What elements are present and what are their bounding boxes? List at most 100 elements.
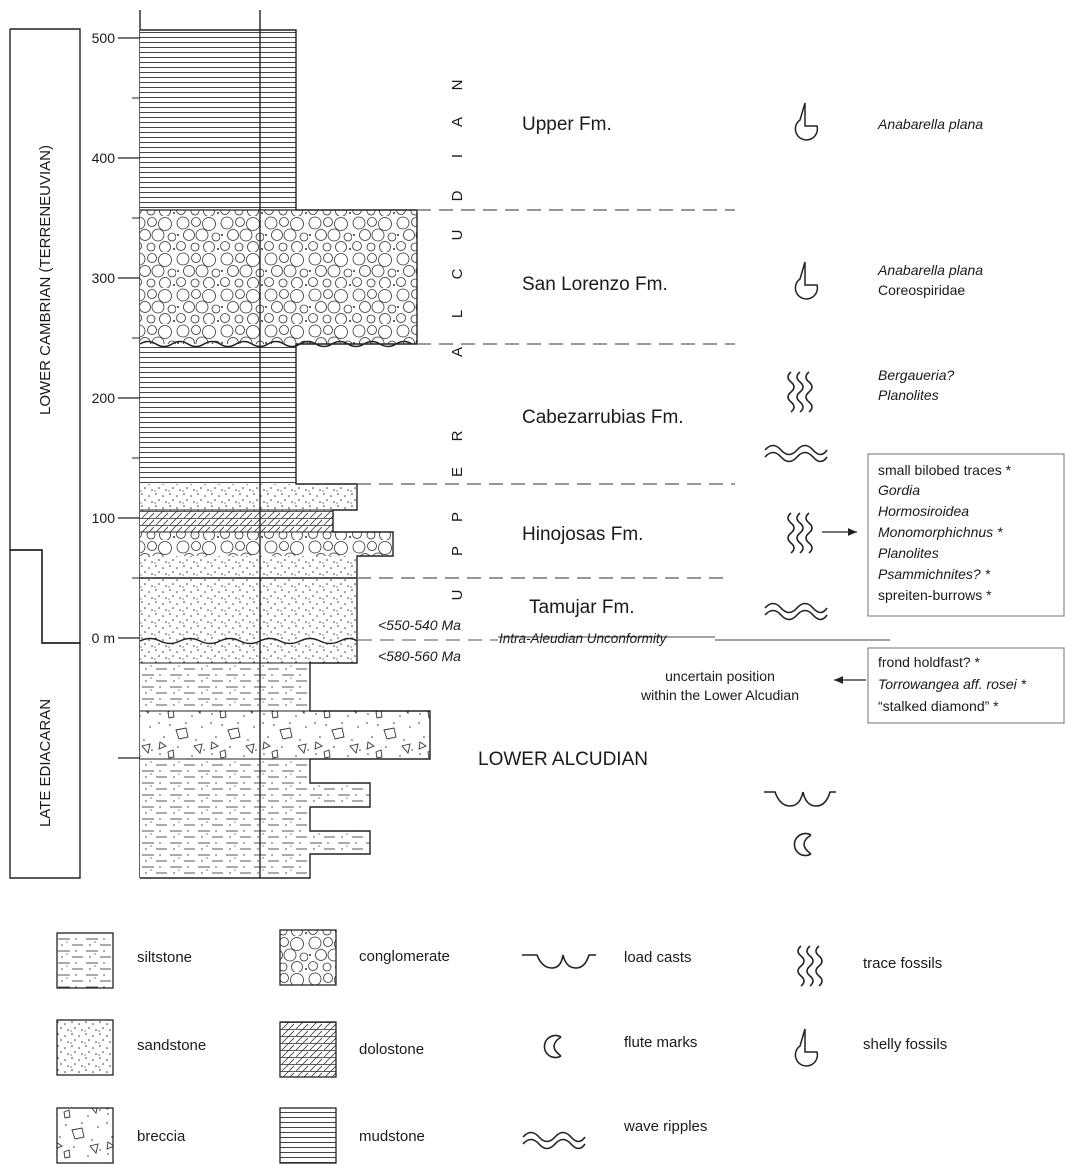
flute-mark-icon	[793, 832, 812, 857]
load-cast-icon	[522, 954, 596, 969]
formation-name-san-lorenzo: San Lorenzo Fm.	[522, 274, 668, 295]
legend-label: conglomerate	[359, 948, 450, 965]
group-letter: A	[449, 117, 466, 127]
group-letter: L	[449, 310, 466, 318]
period-label-ediacaran: LATE EDIACARAN	[37, 699, 54, 827]
box-item: Psammichnites? *	[878, 566, 991, 582]
period-label-cambrian: LOWER CAMBRIAN (TERRENEUVIAN)	[37, 145, 54, 415]
legend-label: shelly fossils	[863, 1036, 947, 1053]
lithologic-column	[139, 10, 431, 879]
unconformity-surface	[139, 637, 358, 645]
period-box-ediacaran	[9, 549, 81, 879]
box-item: spreiten-burrows *	[878, 587, 992, 603]
tick-label-300: 300	[92, 270, 116, 286]
group-letter: I	[449, 154, 466, 158]
legend-label: flute marks	[624, 1034, 697, 1051]
legend-label: wave ripples	[623, 1118, 707, 1135]
erosive-base-san-lorenzo	[139, 340, 413, 348]
unconformity-label: Intra-Aleudian Unconformity	[499, 631, 668, 646]
tick-label-500: 500	[92, 30, 116, 46]
bed-lower-alcudian-siltstone	[140, 807, 310, 831]
formation-name-hinojosas: Hinojosas Fm.	[522, 524, 643, 545]
trace-fossil-list-box	[867, 453, 1065, 617]
legend-swatch-conglomerate	[279, 929, 337, 986]
fossil-name: Bergaueria?	[878, 367, 954, 383]
group-letter: U	[449, 230, 466, 241]
bed-hinojosas-conglomerate	[140, 532, 393, 556]
tick-label-100: 100	[92, 510, 116, 526]
trace-fossil-icon	[787, 512, 813, 554]
legend-label: breccia	[137, 1128, 186, 1145]
age-lower: <580-560 Ma	[378, 648, 461, 664]
bed-lower-alcudian-siltstone	[140, 854, 310, 878]
age-upper: <550-540 Ma	[378, 617, 461, 633]
group-letter: N	[449, 80, 466, 91]
box-item: “stalked diamond” *	[878, 698, 999, 714]
bed-hinojosas-sandstone-top	[140, 484, 357, 510]
bed-hinojosas-sandstone-base	[140, 556, 357, 578]
group-label-upper-alcudian: U P P E R A L C U D I A N	[449, 80, 466, 601]
bed-lower-alcudian-sandstone-top	[140, 640, 357, 663]
legend: siltstone conglomerate load casts trace …	[56, 929, 947, 1164]
legend-label: sandstone	[137, 1037, 206, 1054]
wave-ripple-icon	[764, 444, 828, 463]
tick-label-200: 200	[92, 390, 116, 406]
bed-san-lorenzo-conglomerate	[140, 210, 417, 344]
trace-fossil-icon	[797, 945, 823, 987]
bed-cabezarrubias-mudstone	[140, 344, 296, 484]
legend-label: mudstone	[359, 1128, 425, 1145]
lower-fossil-list-box	[867, 647, 1065, 724]
fossil-name: Planolites	[878, 387, 939, 403]
bed-lower-alcudian-siltstone	[140, 759, 310, 783]
box-item: small bilobed traces *	[878, 462, 1012, 478]
box-item: Torrowangea aff. rosei *	[878, 676, 1027, 692]
group-letter: R	[449, 430, 466, 441]
period-columns: LOWER CAMBRIAN (TERRENEUVIAN) LATE EDIAC…	[9, 28, 81, 879]
group-letter: P	[449, 512, 466, 522]
bed-hinojosas-dolostone	[140, 510, 333, 532]
bed-lower-alcudian-breccia	[140, 711, 430, 759]
group-letter: A	[449, 347, 466, 357]
group-letter: U	[449, 590, 466, 601]
bed-lower-alcudian-siltstone	[140, 783, 370, 807]
uncertain-note-line: within the Lower Alcudian	[640, 687, 799, 703]
formation-name-tamujar: Tamujar Fm.	[529, 597, 635, 618]
legend-swatch-mudstone	[279, 1107, 337, 1164]
bed-upper-mudstone	[140, 30, 296, 210]
legend-swatch-sandstone	[56, 1019, 114, 1076]
group-letter: P	[449, 546, 466, 556]
legend-label: trace fossils	[863, 955, 942, 972]
legend-label: load casts	[624, 949, 692, 966]
box-item: Monomorphichnus *	[878, 524, 1003, 540]
group-letter: C	[449, 268, 466, 279]
formation-name-upper: Upper Fm.	[522, 114, 612, 135]
formation-name-cabezarrubias: Cabezarrubias Fm.	[522, 407, 684, 428]
bed-lower-alcudian-siltstone	[140, 831, 370, 854]
box-item: Hormosiroidea	[878, 503, 969, 519]
fossil-name: Anabarella plana	[877, 262, 983, 278]
legend-label: dolostone	[359, 1041, 424, 1058]
shelly-fossil-icon	[794, 261, 819, 300]
tick-label-400: 400	[92, 150, 116, 166]
flute-mark-icon	[543, 1034, 562, 1059]
shelly-fossil-icon	[794, 1028, 819, 1067]
uncertain-note-line: uncertain position	[665, 668, 775, 684]
fossil-name: Coreospiridae	[878, 282, 965, 298]
box-item: frond holdfast? *	[878, 654, 981, 670]
group-letter: D	[449, 190, 466, 201]
box-item: Gordia	[878, 482, 920, 498]
fossil-name: Anabarella plana	[877, 116, 983, 132]
group-letter: E	[449, 467, 466, 477]
box-item: Planolites	[878, 545, 939, 561]
tick-label-0m: 0 m	[92, 630, 115, 646]
lower-alcudian-label: LOWER ALCUDIAN	[478, 749, 648, 770]
legend-swatch-siltstone	[56, 932, 114, 989]
wave-ripple-icon	[764, 602, 828, 621]
legend-swatch-dolostone	[279, 1021, 337, 1078]
shelly-fossil-icon	[794, 102, 819, 141]
legend-swatch-breccia	[56, 1107, 114, 1164]
formation-boundaries	[357, 209, 735, 579]
bed-lower-alcudian-siltstone	[140, 663, 310, 711]
wave-ripple-icon	[522, 1131, 586, 1150]
